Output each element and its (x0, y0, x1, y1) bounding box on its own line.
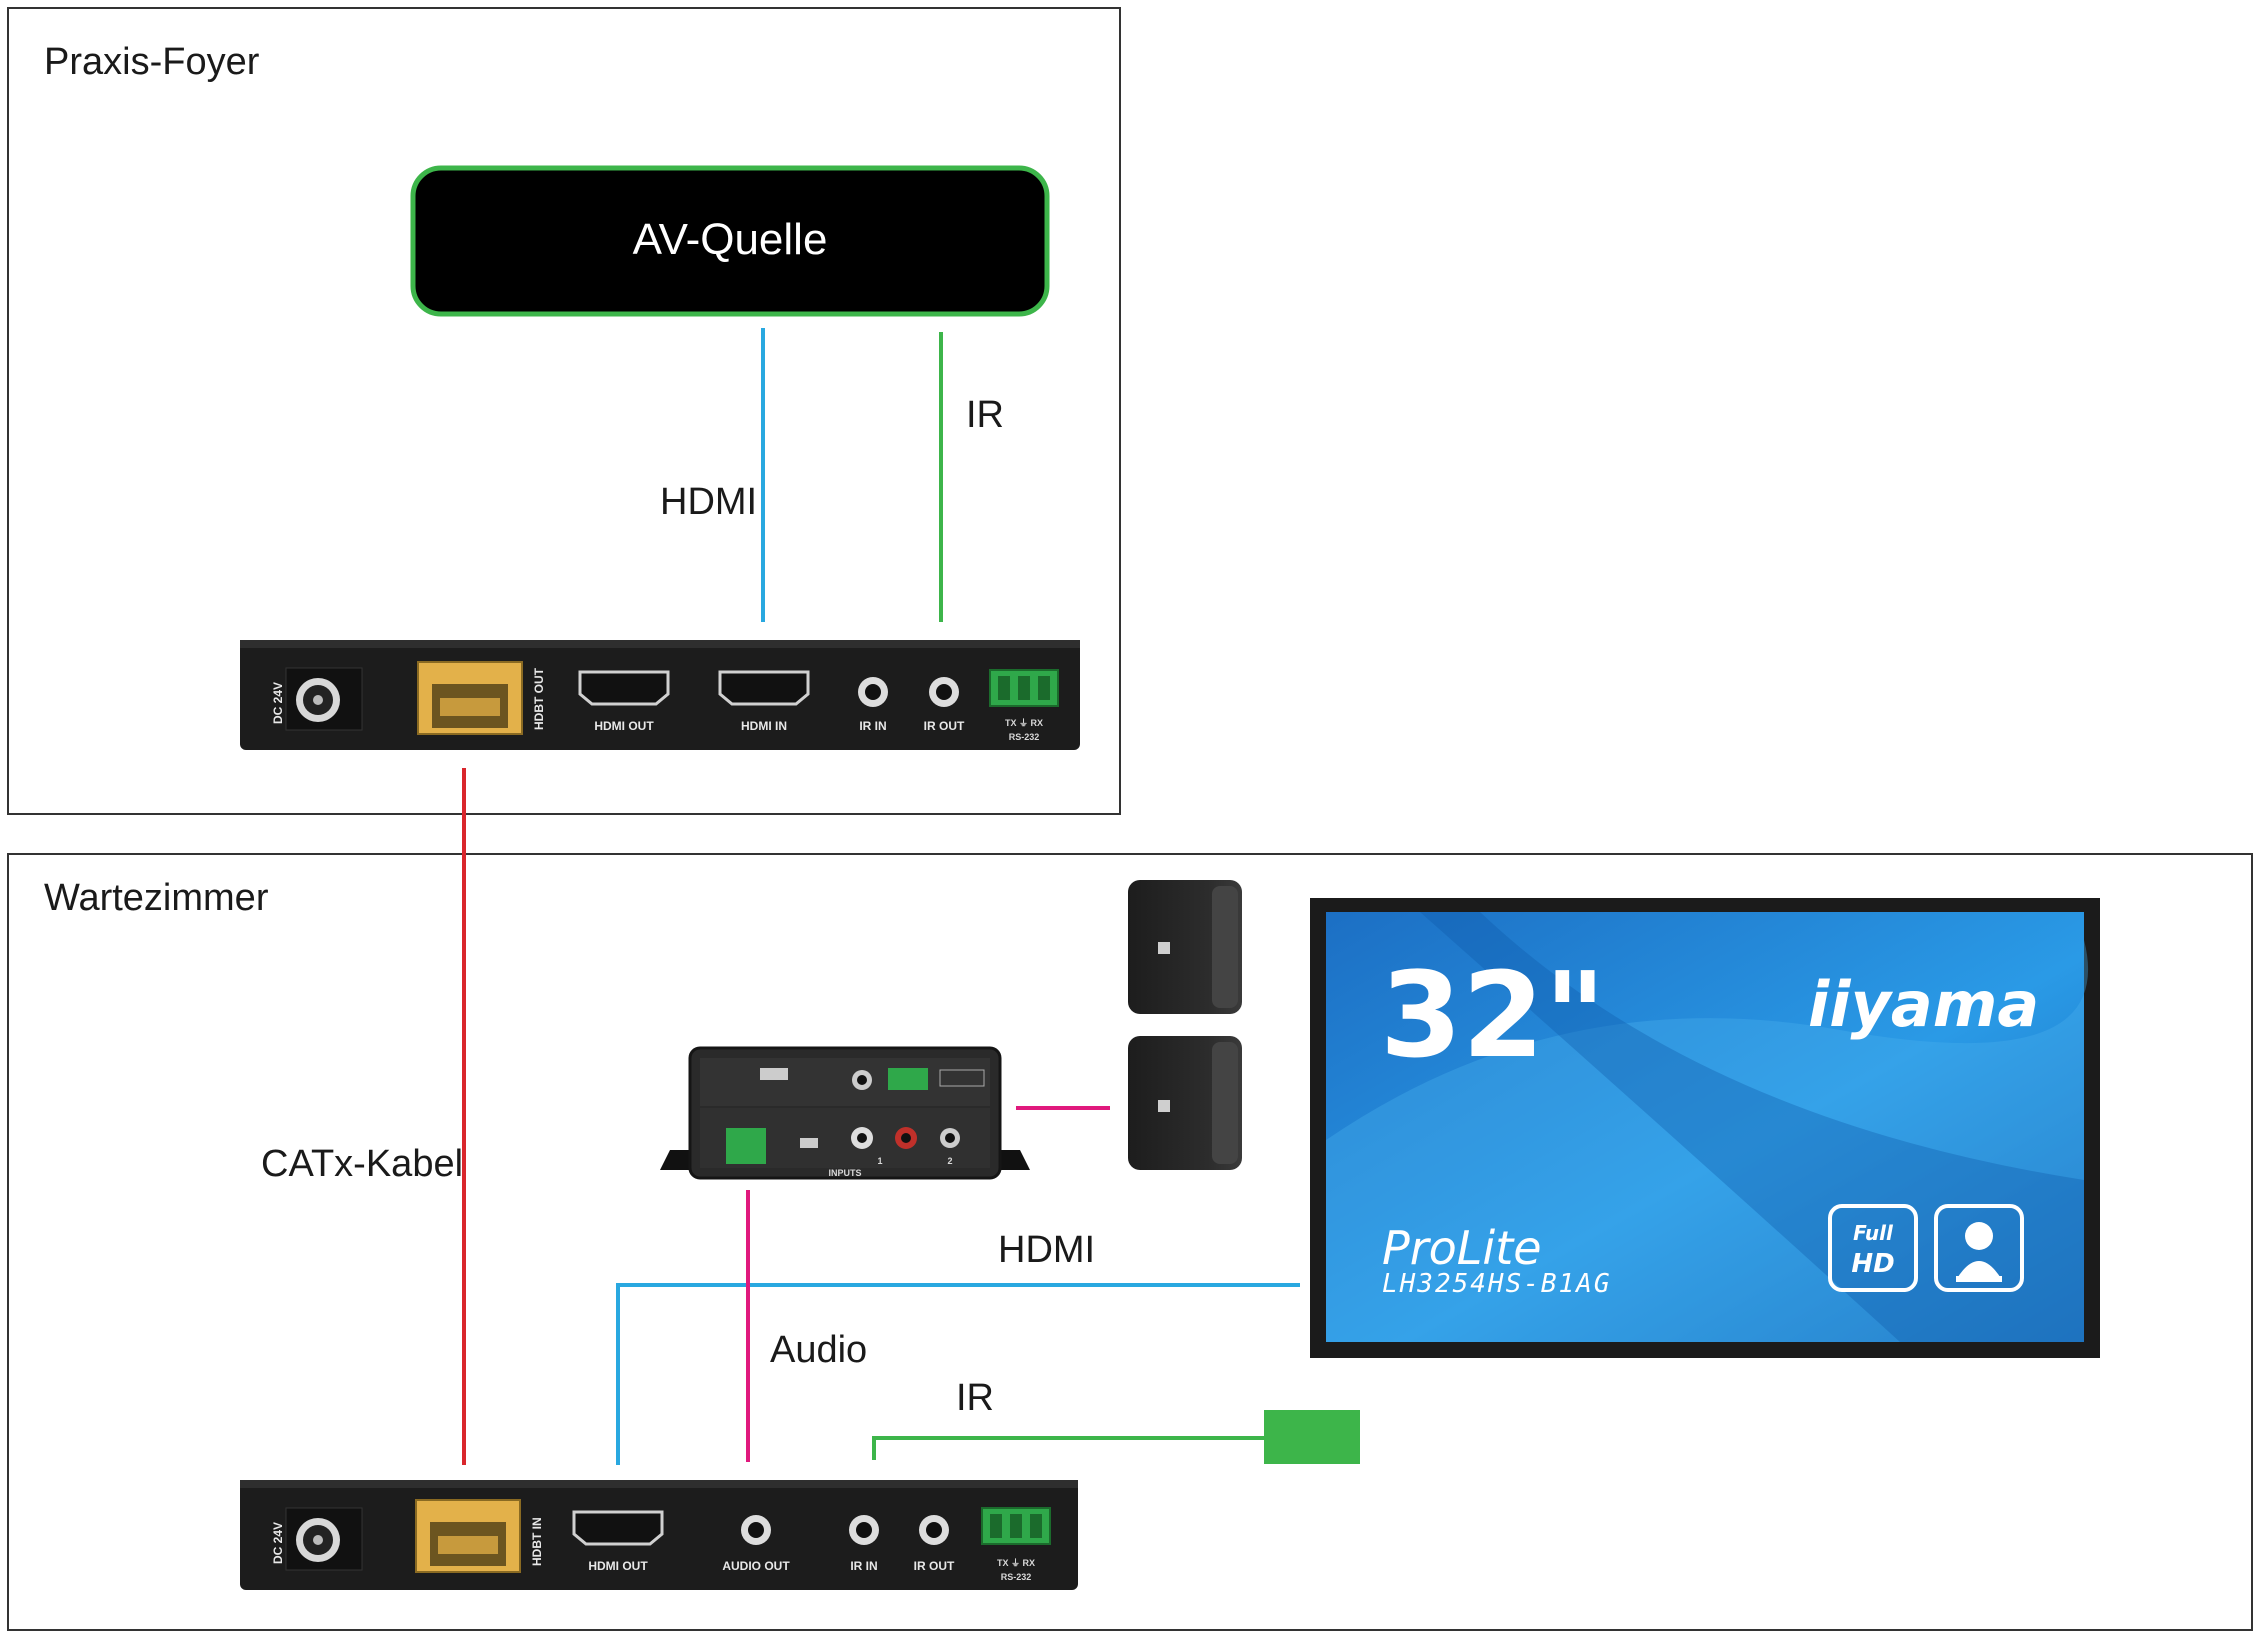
svg-text:1: 1 (877, 1156, 882, 1166)
label-foyer-ir: IR (966, 394, 1004, 436)
hdmi-in-port: HDMI IN (718, 670, 810, 733)
hdmi-out-port: HDMI OUT (578, 670, 670, 733)
label-room-ir: IR (956, 1377, 994, 1419)
zone-wartezimmer: Wartezimmer (7, 853, 2253, 1631)
monitor-size: 32" (1380, 946, 1606, 1084)
audio-out-jack: AUDIO OUT (722, 1515, 790, 1573)
svg-text:TX ⏚ RX: TX ⏚ RX (1005, 718, 1043, 728)
zone-label-waiting: Wartezimmer (44, 877, 269, 919)
svg-text:RS-232: RS-232 (1009, 732, 1040, 742)
cables (462, 328, 1360, 1465)
label-room-hdmi: HDMI (998, 1229, 1095, 1271)
rs232-terminal: TX ⏚ RX RS-232 (981, 1507, 1051, 1582)
full-hd-badge: Full HD (1828, 1204, 1918, 1292)
svg-text:DC 24V: DC 24V (271, 1522, 285, 1564)
monitor-brand-logo: iiyama (1808, 968, 2039, 1041)
av-source: AV-Quelle (410, 165, 1050, 317)
rj45-port: HDBT IN (415, 1499, 544, 1573)
svg-text:HDBT OUT: HDBT OUT (532, 667, 546, 730)
svg-text:2: 2 (947, 1156, 952, 1166)
hdmi-out-port: HDMI OUT (572, 1510, 664, 1573)
dc-jack: DC 24V (271, 1507, 363, 1571)
svg-text:HD: HD (1851, 1249, 1894, 1279)
audio-amplifier: 1 2 INPUTS (660, 1046, 1030, 1180)
rj45-port: HDBT OUT (417, 661, 546, 735)
svg-text:RS-232: RS-232 (1001, 1572, 1032, 1582)
ir-emitter (1264, 1410, 1360, 1464)
label-foyer-hdmi: HDMI (660, 481, 757, 523)
svg-text:IR IN: IR IN (859, 719, 886, 733)
ir-out-jack: IR OUT (924, 677, 965, 733)
svg-text:DC 24V: DC 24V (271, 682, 285, 724)
av-source-label: AV-Quelle (633, 215, 828, 264)
cable-room-ir (872, 1436, 1264, 1460)
dc-jack: DC 24V (271, 667, 363, 731)
svg-text:AUDIO OUT: AUDIO OUT (722, 1559, 790, 1573)
svg-text:IR IN: IR IN (850, 1559, 877, 1573)
zone-praxis-foyer: Praxis-Foyer (7, 7, 1121, 815)
hdbaset-transmitter: DC 24V HDBT OUT HDMI OUT HDMI IN IR IN I… (240, 640, 1080, 750)
hdbaset-receiver: DC 24V HDBT IN HDMI OUT AUDIO OUT IR IN … (240, 1480, 1078, 1590)
zone-label-foyer: Praxis-Foyer (44, 41, 260, 83)
svg-text:HDMI OUT: HDMI OUT (588, 1559, 648, 1573)
touch-badge-icon (1934, 1204, 2024, 1292)
cable-room-hdmi (616, 1283, 1300, 1465)
svg-text:HDMI IN: HDMI IN (741, 719, 787, 733)
speaker-bottom (1128, 1036, 1242, 1170)
monitor-series: ProLite (1382, 1221, 1542, 1275)
svg-text:TX ⏚ RX: TX ⏚ RX (997, 1558, 1035, 1568)
label-room-audio: Audio (770, 1329, 867, 1371)
ir-in-jack: IR IN (849, 1515, 879, 1573)
rs232-terminal: TX ⏚ RX RS-232 (989, 669, 1059, 742)
ir-out-jack: IR OUT (914, 1515, 955, 1573)
svg-text:IR OUT: IR OUT (914, 1559, 955, 1573)
ir-in-jack: IR IN (858, 677, 888, 733)
svg-text:HDBT IN: HDBT IN (530, 1517, 544, 1566)
svg-text:IR OUT: IR OUT (924, 719, 965, 733)
amplifier-inputs-label: INPUTS (828, 1168, 861, 1178)
svg-text:HDMI OUT: HDMI OUT (594, 719, 654, 733)
svg-text:Full: Full (1853, 1221, 1894, 1245)
display-monitor: 32" iiyama ProLite LH3254HS-B1AG Full HD (1310, 898, 2100, 1358)
monitor-model: LH3254HS-B1AG (1382, 1269, 1612, 1299)
label-catx: CATx-Kabel (261, 1143, 463, 1185)
speaker-top (1128, 880, 1242, 1014)
